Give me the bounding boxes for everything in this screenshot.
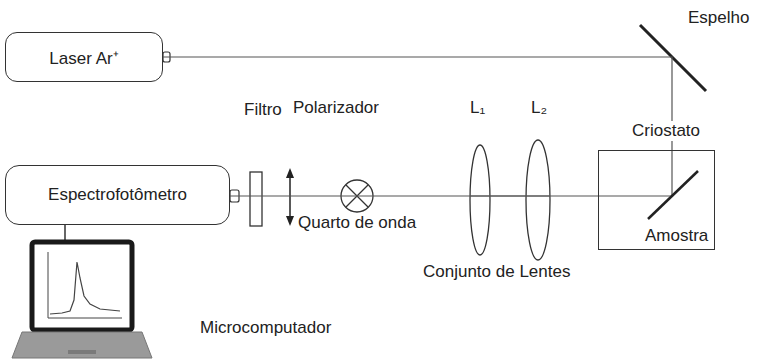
quarter-wave-label: Quarto de onda [298, 213, 416, 233]
lens-l2 [526, 140, 550, 260]
spectrophotometer-box: Espectrofotômetro [5, 165, 230, 225]
quarter-wave-plate [289, 176, 291, 218]
filter-label: Filtro [244, 100, 282, 120]
arrow-head [286, 168, 294, 178]
light-beam [163, 57, 672, 150]
laptop-screen [32, 242, 132, 330]
light-beam [230, 195, 598, 196]
mirror-label: Espelho [688, 8, 749, 28]
filter [250, 172, 262, 226]
laser-beam [671, 150, 672, 196]
polarizer-label: Polarizador [293, 98, 379, 118]
lens-label: L₂ [531, 98, 547, 118]
lens-label: L₁ [470, 98, 485, 118]
sample-label: Amostra [645, 226, 708, 246]
lens-set-label: Conjunto de Lentes [423, 262, 570, 282]
box-label: Espectrofotômetro [48, 185, 187, 205]
laptop-touchpad [68, 350, 96, 354]
computer-label: Microcomputador [200, 318, 331, 338]
arrow-head [286, 216, 294, 226]
plot-axes [48, 252, 122, 318]
cryostat-heading: Criostato [629, 121, 703, 141]
sample [648, 171, 698, 219]
laser-box: Laser Ar⁺ [5, 32, 163, 82]
box-label: Laser Ar⁺ [49, 46, 118, 69]
cryostat-box: CriostatoAmostra [598, 150, 715, 250]
mirror [640, 25, 706, 91]
cable [64, 225, 66, 242]
plot-curve [50, 262, 120, 314]
laptop-base [12, 332, 152, 358]
emission-beam [598, 195, 672, 196]
lens-l1 [470, 145, 490, 255]
